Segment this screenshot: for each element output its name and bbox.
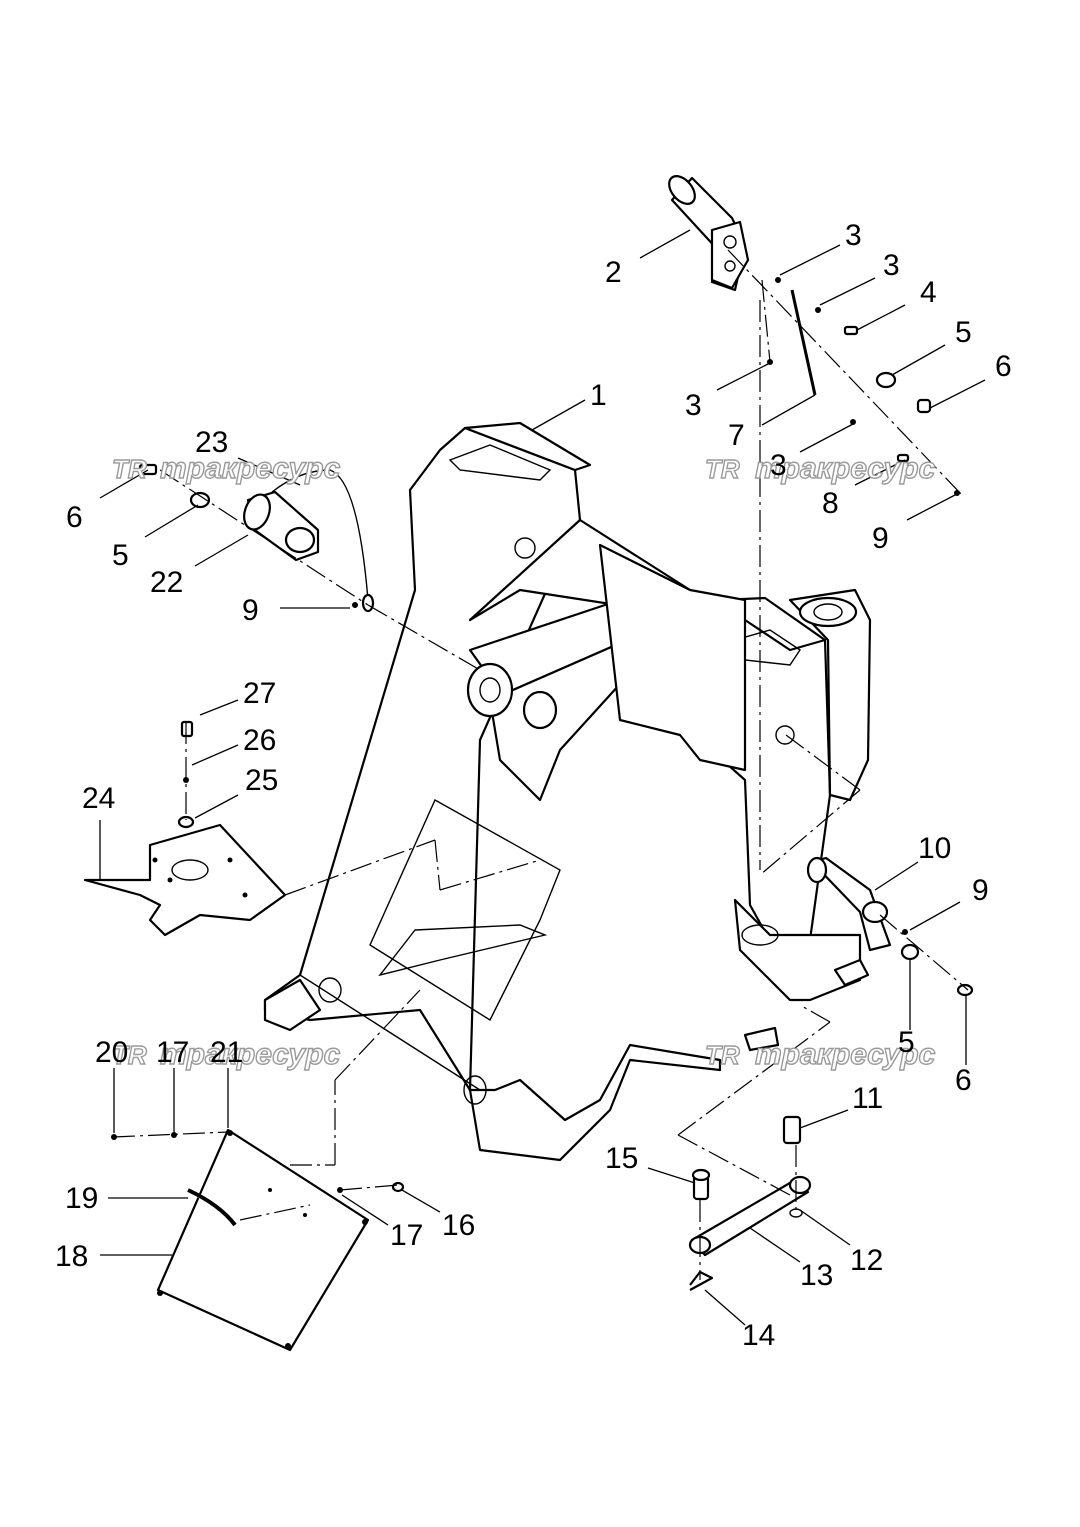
pin-22: [243, 469, 375, 613]
link-13: [688, 1115, 812, 1291]
watermark-top-left: TR тракресурс: [111, 451, 341, 485]
plate-24: [83, 823, 287, 937]
callout-7: 7: [728, 419, 745, 452]
plate-18: [156, 1128, 370, 1352]
callout-1: 1: [590, 379, 607, 412]
callout-5-left: 5: [112, 539, 129, 572]
small-fasteners: [111, 277, 960, 1193]
callout-10: 10: [918, 832, 951, 865]
watermark-top-right: TR тракресурс: [704, 451, 936, 485]
callout-3a: 3: [845, 219, 862, 252]
main-frame: [263, 421, 872, 1162]
callout-26: 26: [243, 724, 276, 757]
watermark-logo: TR: [705, 454, 740, 484]
callout-24: 24: [82, 782, 115, 815]
callout-4: 4: [920, 276, 937, 309]
callout-8: 8: [822, 487, 839, 520]
callout-11: 11: [852, 1082, 883, 1115]
callout-15: 15: [605, 1142, 638, 1175]
watermark-text: тракресурс: [755, 1038, 936, 1071]
callout-3d: 3: [770, 449, 787, 482]
watermark-logo: TR: [112, 1040, 147, 1070]
callout-25: 25: [245, 764, 278, 797]
callout-17-left: 17: [156, 1036, 189, 1069]
callout-17-right: 17: [390, 1219, 423, 1252]
callout-6-top: 6: [995, 350, 1012, 383]
callout-3b: 3: [883, 249, 900, 282]
pin-2: [668, 175, 750, 292]
callout-9-left: 9: [242, 594, 259, 627]
callout-14: 14: [742, 1319, 775, 1352]
watermark-text: тракресурс: [160, 452, 341, 485]
callout-9-top: 9: [872, 522, 889, 555]
watermark-text: тракресурс: [755, 452, 936, 485]
watermark-bottom-left: TR тракресурс: [111, 1037, 341, 1071]
callout-labels: 1 2 3 3 3 3 4 5 6 7 8 9 6 5 22 23 9 27 2…: [55, 219, 1012, 1352]
callout-23: 23: [195, 426, 228, 459]
callout-19: 19: [65, 1182, 98, 1215]
watermark-bottom-right: TR тракресурс: [704, 1037, 936, 1071]
callout-16: 16: [442, 1209, 475, 1242]
callout-18: 18: [55, 1240, 88, 1273]
callout-20: 20: [95, 1036, 128, 1069]
callout-27: 27: [243, 677, 276, 710]
callout-2: 2: [605, 256, 622, 289]
callout-5-right: 5: [898, 1026, 915, 1059]
pin-10: [806, 856, 974, 997]
watermark-logo: TR: [705, 1040, 740, 1070]
callout-12: 12: [850, 1244, 883, 1277]
callout-9-right: 9: [972, 874, 989, 907]
watermark-logo: TR: [112, 454, 147, 484]
callout-21: 21: [210, 1036, 243, 1069]
callout-6-left: 6: [66, 501, 83, 534]
callout-13: 13: [800, 1259, 833, 1292]
watermark-text: тракресурс: [160, 1038, 341, 1071]
callout-22: 22: [150, 566, 183, 599]
callout-5-top: 5: [955, 316, 972, 349]
leader-lines: [99, 229, 986, 1326]
callout-3c: 3: [685, 389, 702, 422]
centerlines: [112, 249, 969, 1280]
callout-6-right: 6: [955, 1064, 972, 1097]
